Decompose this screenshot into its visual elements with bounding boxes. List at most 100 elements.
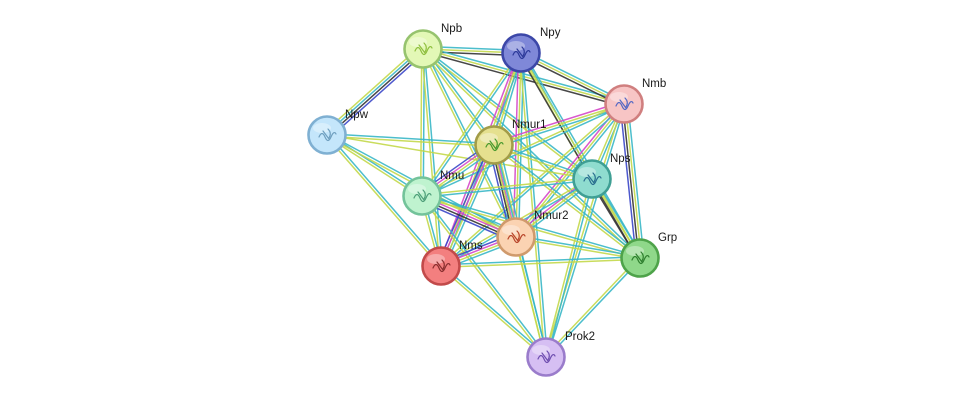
edge-line-textmining	[420, 49, 441, 267]
node-npy[interactable]: Npy	[501, 27, 561, 73]
edge-line-database	[423, 47, 642, 258]
edge-line-database	[517, 105, 627, 240]
edge-npw-nms[interactable]	[325, 133, 443, 268]
node-nmur2[interactable]: Nmur2	[496, 210, 569, 257]
node-circle[interactable]	[474, 125, 514, 165]
node-npb[interactable]: Npb	[403, 23, 463, 69]
node-label: Nmu	[440, 170, 464, 182]
node-circle[interactable]	[620, 238, 660, 278]
node-nmur1[interactable]: Nmur1	[474, 119, 547, 165]
edge-line-database	[627, 103, 645, 258]
node-nps[interactable]: Nps	[572, 153, 631, 199]
edges-layer	[323, 45, 645, 359]
node-highlight	[408, 184, 426, 194]
edge-nmu-prok2[interactable]	[420, 194, 548, 359]
node-highlight	[610, 92, 628, 102]
node-nmu[interactable]: Nmu	[402, 170, 465, 216]
edge-line-database	[516, 234, 641, 258]
node-highlight	[578, 167, 596, 177]
edge-line-textmining	[421, 49, 516, 238]
node-circle[interactable]	[572, 159, 612, 199]
node-circle[interactable]	[496, 217, 536, 257]
edge-nmur2-grp[interactable]	[515, 234, 641, 261]
edge-npy-nmu[interactable]	[420, 51, 523, 198]
edge-line-database	[325, 47, 423, 135]
node-circle[interactable]	[421, 246, 461, 286]
edge-line-curated	[619, 104, 637, 259]
node-circle[interactable]	[402, 176, 442, 216]
edge-grp-prok2[interactable]	[544, 256, 642, 359]
edge-line-textmining	[515, 237, 640, 261]
node-label: Nmur1	[512, 119, 547, 131]
edge-nmur2-prok2[interactable]	[514, 236, 548, 358]
edge-line-database	[423, 48, 444, 266]
edge-line-database	[443, 146, 499, 268]
node-grp[interactable]: Grp	[620, 232, 678, 278]
edge-nmur1-nms[interactable]	[436, 143, 499, 268]
edge-nms-grp[interactable]	[440, 255, 641, 269]
edge-line-textmining	[514, 237, 546, 358]
edge-npw-nps[interactable]	[326, 134, 593, 180]
node-circle[interactable]	[403, 29, 443, 69]
edge-line-database	[521, 52, 549, 357]
edge-line-textmining	[441, 145, 496, 267]
protein-structure-icon	[432, 259, 451, 273]
node-prok2[interactable]: Prok2	[526, 331, 596, 377]
edge-npb-nps[interactable]	[421, 47, 594, 181]
edge-line-textmining	[520, 52, 641, 259]
edge-line-textmining	[518, 53, 546, 358]
edge-line-textmining	[515, 52, 522, 238]
edge-nmb-grp[interactable]	[619, 103, 645, 259]
edge-line-textmining	[439, 266, 546, 359]
edge-line-curated	[436, 143, 492, 265]
node-circle[interactable]	[307, 115, 347, 155]
node-label: Nms	[459, 240, 483, 252]
edge-line-database	[422, 53, 523, 198]
edge-line-database	[422, 179, 593, 199]
edge-npw-nmur1[interactable]	[326, 132, 495, 148]
protein-structure-icon	[414, 42, 433, 56]
node-highlight	[427, 254, 445, 264]
node-highlight	[502, 225, 520, 235]
edge-line-database	[440, 255, 640, 266]
edge-nps-prok2[interactable]	[544, 178, 594, 358]
edge-line-textmining	[421, 49, 592, 181]
edge-line-coexpression	[621, 104, 640, 259]
node-circle[interactable]	[501, 33, 541, 73]
edge-nmb-nmur1[interactable]	[492, 100, 626, 149]
node-npw[interactable]: Npw	[307, 109, 369, 155]
edge-npy-prok2[interactable]	[518, 52, 549, 358]
edge-line-database	[422, 104, 625, 198]
node-nmb[interactable]: Nmb	[604, 78, 667, 124]
edge-nms-prok2[interactable]	[439, 264, 548, 359]
node-label: Npb	[441, 23, 462, 35]
edge-npb-nms[interactable]	[420, 48, 444, 267]
node-circle[interactable]	[604, 84, 644, 124]
node-label: Grp	[658, 232, 677, 244]
edge-line-textmining	[421, 176, 592, 196]
edge-line-database	[423, 47, 594, 179]
node-nms[interactable]: Nms	[421, 240, 483, 286]
edge-line-textmining	[421, 49, 494, 147]
protein-structure-icon	[615, 97, 634, 111]
protein-structure-icon	[413, 189, 432, 203]
edge-line-database	[546, 179, 594, 358]
edge-line-textmining	[441, 258, 641, 269]
node-label: Npw	[345, 109, 369, 121]
edge-line-textmining	[544, 256, 640, 357]
edge-line-experiments	[439, 144, 494, 266]
edge-line-textmining	[326, 134, 593, 180]
node-circle[interactable]	[526, 337, 566, 377]
edge-line-database	[546, 258, 642, 359]
edge-nps-nmu[interactable]	[421, 176, 593, 199]
protein-structure-icon	[485, 138, 504, 152]
edge-line-database	[516, 236, 548, 357]
edge-line-experiments	[492, 100, 624, 144]
node-highlight	[532, 345, 550, 355]
edge-nmb-nmu[interactable]	[421, 102, 625, 198]
protein-structure-icon	[583, 172, 602, 186]
edge-npb-npw[interactable]	[323, 45, 427, 139]
edge-line-database	[546, 104, 626, 358]
edge-line-textmining	[420, 196, 546, 359]
